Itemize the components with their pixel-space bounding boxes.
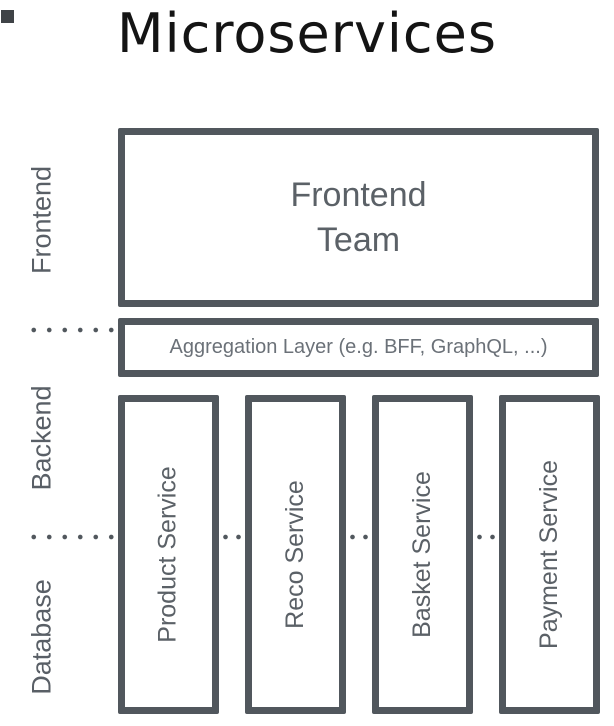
frontend-team-label: Frontend Team	[290, 175, 427, 259]
backend-database-divider-dots	[473, 534, 499, 540]
frontend-backend-divider-dots	[26, 327, 118, 333]
aggregation-layer-label: Aggregation Layer (e.g. BFF, GraphQL, ..…	[169, 336, 548, 358]
corner-mark-square	[1, 10, 14, 23]
reco-service-box: Reco Service	[245, 395, 346, 714]
product-service-label: Product Service	[154, 466, 182, 643]
backend-database-divider-dots	[346, 534, 372, 540]
rail-label-database: Database	[26, 579, 57, 695]
basket-service-box: Basket Service	[372, 395, 473, 714]
reco-service-label: Reco Service	[281, 480, 310, 629]
backend-database-divider-dots	[26, 534, 118, 540]
basket-service-label: Basket Service	[408, 471, 436, 638]
product-service-box: Product Service	[118, 395, 219, 714]
diagram-title: Microservices	[117, 2, 497, 65]
rail-label-backend: Backend	[26, 385, 57, 491]
frontend-team-box: Frontend Team	[118, 128, 599, 307]
payment-service-label: Payment Service	[535, 460, 563, 649]
backend-database-divider-dots	[219, 534, 245, 540]
aggregation-layer-box: Aggregation Layer (e.g. BFF, GraphQL, ..…	[118, 318, 599, 377]
rail-label-frontend: Frontend	[26, 165, 57, 275]
payment-service-box: Payment Service	[499, 395, 600, 714]
